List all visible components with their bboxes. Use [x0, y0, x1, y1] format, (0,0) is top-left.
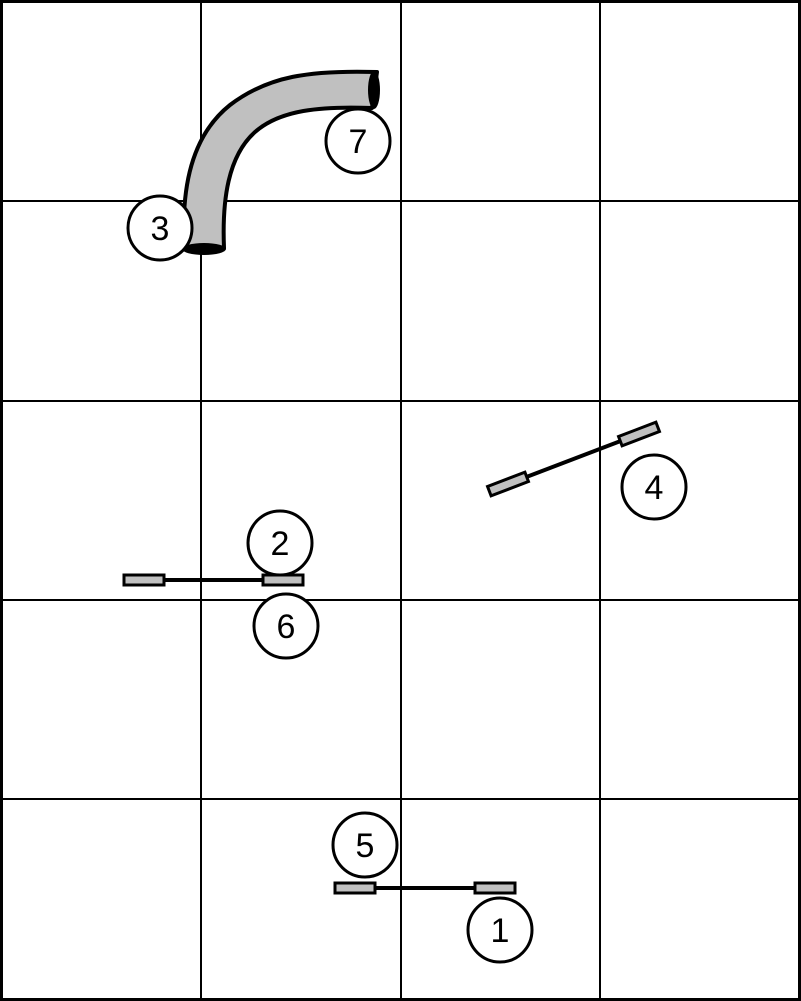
number-circle [252, 592, 320, 660]
number-label: 4 [645, 469, 664, 507]
number-circle-7: 7 [324, 107, 392, 175]
number-circle-2: 2 [246, 509, 314, 577]
jump-2-6[interactable] [122, 573, 305, 587]
tunnel-body [181, 69, 379, 250]
number-circle [126, 194, 194, 262]
tunnel[interactable] [181, 69, 380, 255]
number-circle [620, 453, 688, 521]
jump-wing-left [485, 470, 531, 498]
number-label: 2 [271, 525, 290, 563]
number-circle [246, 509, 314, 577]
number-circle [324, 107, 392, 175]
jump-wing-right [473, 881, 517, 895]
jump-4[interactable] [485, 420, 662, 498]
number-circle-5: 5 [331, 811, 399, 879]
tunnel-opening-3 [182, 243, 226, 255]
number-circle [466, 896, 534, 964]
sequence-numbers: 1 2 3 4 5 6 7 [126, 107, 688, 964]
jump-wing-right [616, 420, 662, 448]
jump-wing-right [261, 573, 305, 587]
jumps [122, 420, 662, 895]
number-circle-3: 3 [126, 194, 194, 262]
number-circle-6: 6 [252, 592, 320, 660]
number-circle [331, 811, 399, 879]
tunnel-opening-7 [368, 71, 380, 109]
number-circle-1: 1 [466, 896, 534, 964]
number-label: 3 [151, 210, 170, 248]
jump-bar [507, 432, 640, 486]
number-label: 6 [277, 608, 296, 646]
number-label: 5 [356, 827, 375, 865]
number-label: 1 [491, 912, 510, 950]
jump-wing-left [122, 573, 166, 587]
jump-5-1[interactable] [333, 881, 517, 895]
number-label: 7 [349, 123, 368, 161]
jump-wing-left [333, 881, 377, 895]
number-circle-4: 4 [620, 453, 688, 521]
